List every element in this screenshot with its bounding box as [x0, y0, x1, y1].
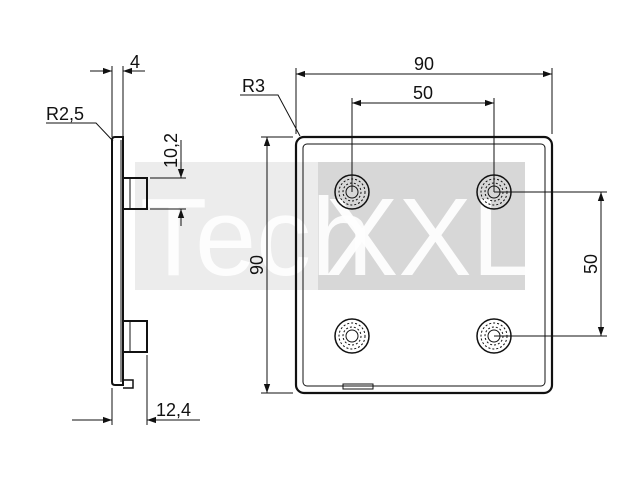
dim-pin-offset-label: 10,2: [161, 133, 181, 168]
side-view: 4 R2,5 10,2 12,4: [46, 52, 200, 425]
dim-width-label: 90: [414, 54, 434, 74]
hole-bottom-left: [334, 318, 370, 354]
dim-thickness-label: 4: [130, 52, 140, 72]
side-upper-pin: [123, 177, 148, 210]
front-plate-outline: [294, 135, 554, 395]
side-plate-lip: [123, 379, 134, 389]
leader-side-radius: [46, 122, 114, 142]
dim-hole-spacing-x-label: 50: [413, 83, 433, 103]
dim-side-radius-label: R2,5: [46, 104, 84, 124]
dim-hole-spacing-y-label: 50: [581, 254, 601, 274]
watermark-left-text: Tech: [140, 176, 372, 299]
side-plate-outline: [111, 136, 124, 386]
dim-depth-label: 12,4: [156, 400, 191, 420]
front-plate-inner-outline: [302, 143, 546, 387]
front-bottom-slot: [342, 383, 374, 390]
front-view: R3 90 50 90 50: [240, 54, 607, 395]
watermark-right-text: XXL: [325, 176, 533, 299]
watermark: Tech XXL: [135, 162, 533, 299]
dim-height-label: 90: [247, 255, 267, 275]
side-lower-pin: [123, 320, 148, 353]
dim-front-radius-label: R3: [242, 76, 265, 96]
leader-front-radius: [240, 94, 301, 137]
